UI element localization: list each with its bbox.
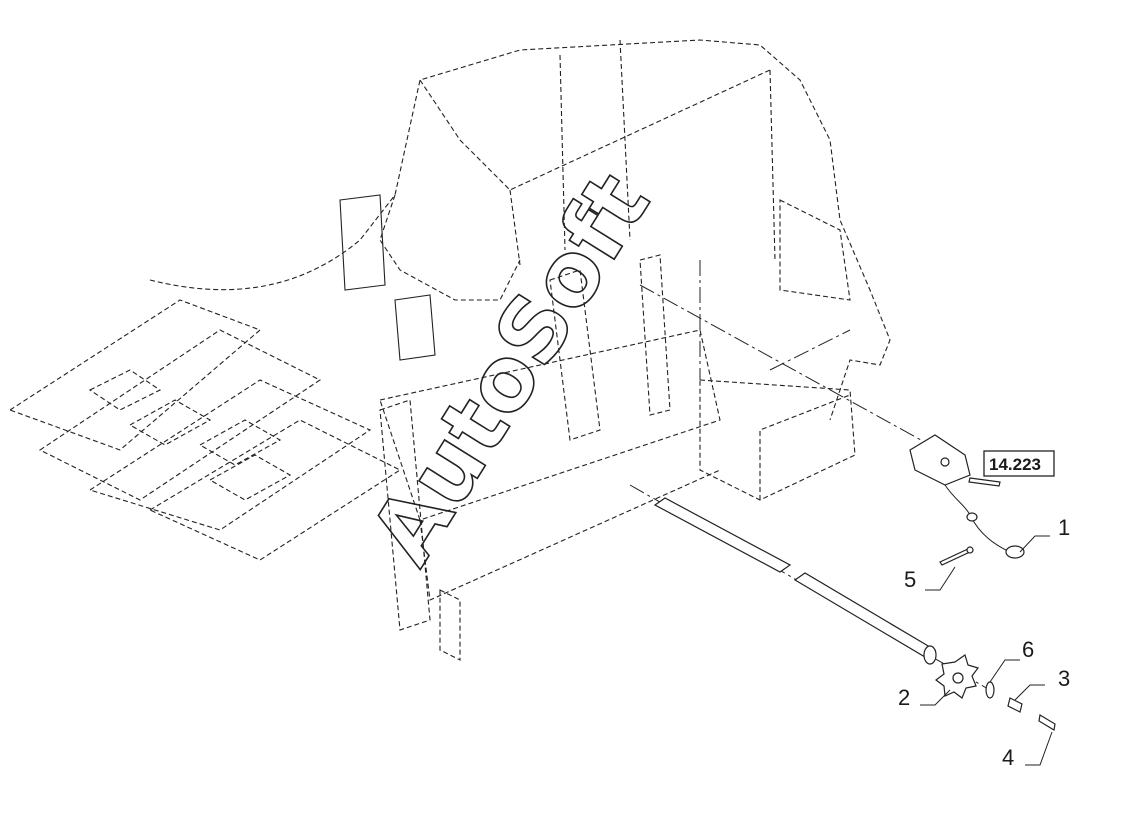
callout-3: 3 [1058, 666, 1070, 691]
axis-horizontal [769, 329, 851, 371]
frame-cutout-4 [208, 454, 292, 501]
callout-labels: 1 5 6 3 2 4 [898, 515, 1070, 770]
side-window-large [339, 194, 386, 291]
reference-box-frame [983, 450, 1055, 477]
washer [985, 681, 995, 699]
reference-box-label: 14.223 [989, 455, 1041, 474]
center-pillar [549, 254, 671, 441]
sensor-assembly [909, 434, 1025, 559]
axis-sensor [639, 284, 931, 446]
front-crossmember-4 [148, 419, 402, 561]
leader-4 [1025, 731, 1053, 766]
chassis-frame [8, 39, 891, 661]
bolt-14-223 [968, 477, 1001, 487]
side-window-small [394, 294, 436, 361]
sensor-head [1005, 545, 1025, 559]
drive-shaft [653, 497, 937, 665]
cab-left-edge [379, 194, 521, 301]
cab-roof-ridge [419, 69, 771, 191]
sprocket-part [935, 654, 979, 699]
rear-support-leg [379, 399, 461, 661]
reference-callout: 14.223 [983, 450, 1055, 477]
hex-bolt [1038, 714, 1056, 731]
leader-3 [1014, 684, 1045, 701]
leader-5 [925, 566, 956, 591]
callout-leaders [920, 535, 1053, 766]
callout-5: 5 [904, 567, 916, 592]
frame-cutout-2 [128, 399, 212, 446]
watermark-text: AutoSoft [350, 156, 669, 582]
callout-2: 2 [898, 685, 910, 710]
bracket-hole [940, 457, 950, 467]
callout-1: 1 [1058, 515, 1070, 540]
pin-part [939, 546, 974, 566]
frame-cutout-3 [198, 419, 282, 466]
leader-1 [1019, 535, 1050, 553]
spacer [1007, 697, 1023, 713]
callout-4: 4 [1002, 745, 1014, 770]
callout-6: 6 [1022, 637, 1034, 662]
sprocket-hub [952, 672, 964, 684]
pin-head [966, 546, 974, 554]
rear-housing-upper [779, 199, 851, 301]
shaft-front-section [653, 497, 792, 573]
leader-2 [920, 689, 951, 706]
front-crossmember-3 [88, 379, 372, 531]
leader-6 [989, 659, 1020, 683]
rear-housing [699, 379, 856, 501]
sensor-bracket [909, 434, 971, 486]
fastener-parts [985, 681, 1056, 731]
shaft-end-cap [923, 645, 937, 665]
sensor-cable [944, 484, 1011, 553]
frame-cutout-1 [88, 369, 162, 411]
front-crossmember-2 [38, 329, 322, 501]
sensor-connector [966, 512, 978, 522]
